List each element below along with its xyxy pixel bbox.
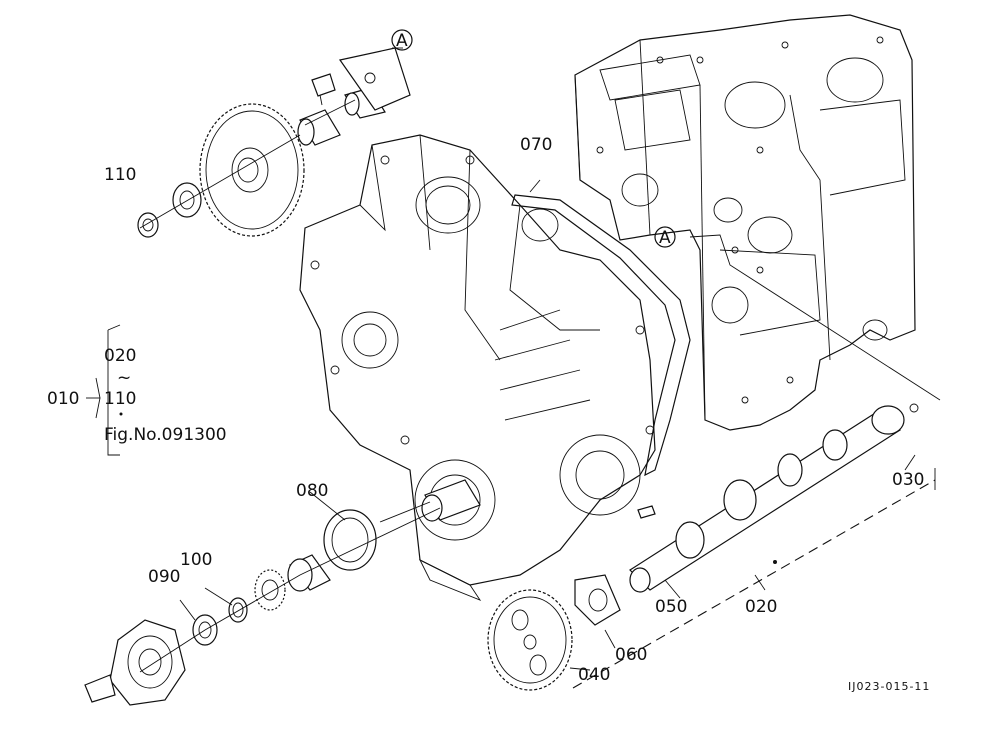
thrust-plate-060 — [574, 574, 621, 626]
label-070: 070 — [520, 135, 552, 155]
label-020: 020 — [745, 597, 777, 617]
splined-gear — [254, 569, 286, 611]
o-ring-100 — [228, 597, 248, 623]
label-060: 060 — [615, 645, 647, 665]
gear-case — [299, 134, 656, 601]
oil-seal-080 — [323, 509, 377, 571]
camshaft — [629, 403, 919, 593]
thrust-washer — [172, 182, 202, 218]
ref-marker-a-top — [391, 29, 413, 51]
label-040: 040 — [578, 665, 610, 685]
label-020-range: 020 — [104, 346, 136, 366]
label-050: 050 — [655, 597, 687, 617]
pump-housing — [84, 619, 186, 706]
label-010: 010 — [47, 389, 79, 409]
figure-reference: Fig.No.091300 — [104, 425, 227, 445]
ref-a-mid-text: A — [659, 228, 671, 248]
idle-shaft — [297, 47, 411, 146]
key — [637, 505, 656, 519]
idle-gear — [199, 103, 305, 237]
collar-110 — [137, 212, 159, 238]
ref-marker-a-mid — [654, 226, 676, 248]
label-110-range: 110 — [104, 389, 136, 409]
cam-gear-040 — [487, 589, 573, 691]
range-tilde: ~ — [117, 368, 131, 388]
label-090: 090 — [148, 567, 180, 587]
drawing-code: IJ023-015-11 — [848, 680, 930, 693]
sleeve — [287, 554, 331, 592]
ref-a-top-text: A — [396, 31, 408, 51]
leader-lines — [107, 47, 941, 689]
label-100: 100 — [180, 550, 212, 570]
label-030: 030 — [892, 470, 924, 490]
label-080: 080 — [296, 481, 328, 501]
label-110-top: 110 — [104, 165, 136, 185]
engine-block — [574, 14, 916, 431]
gasket — [511, 194, 691, 477]
